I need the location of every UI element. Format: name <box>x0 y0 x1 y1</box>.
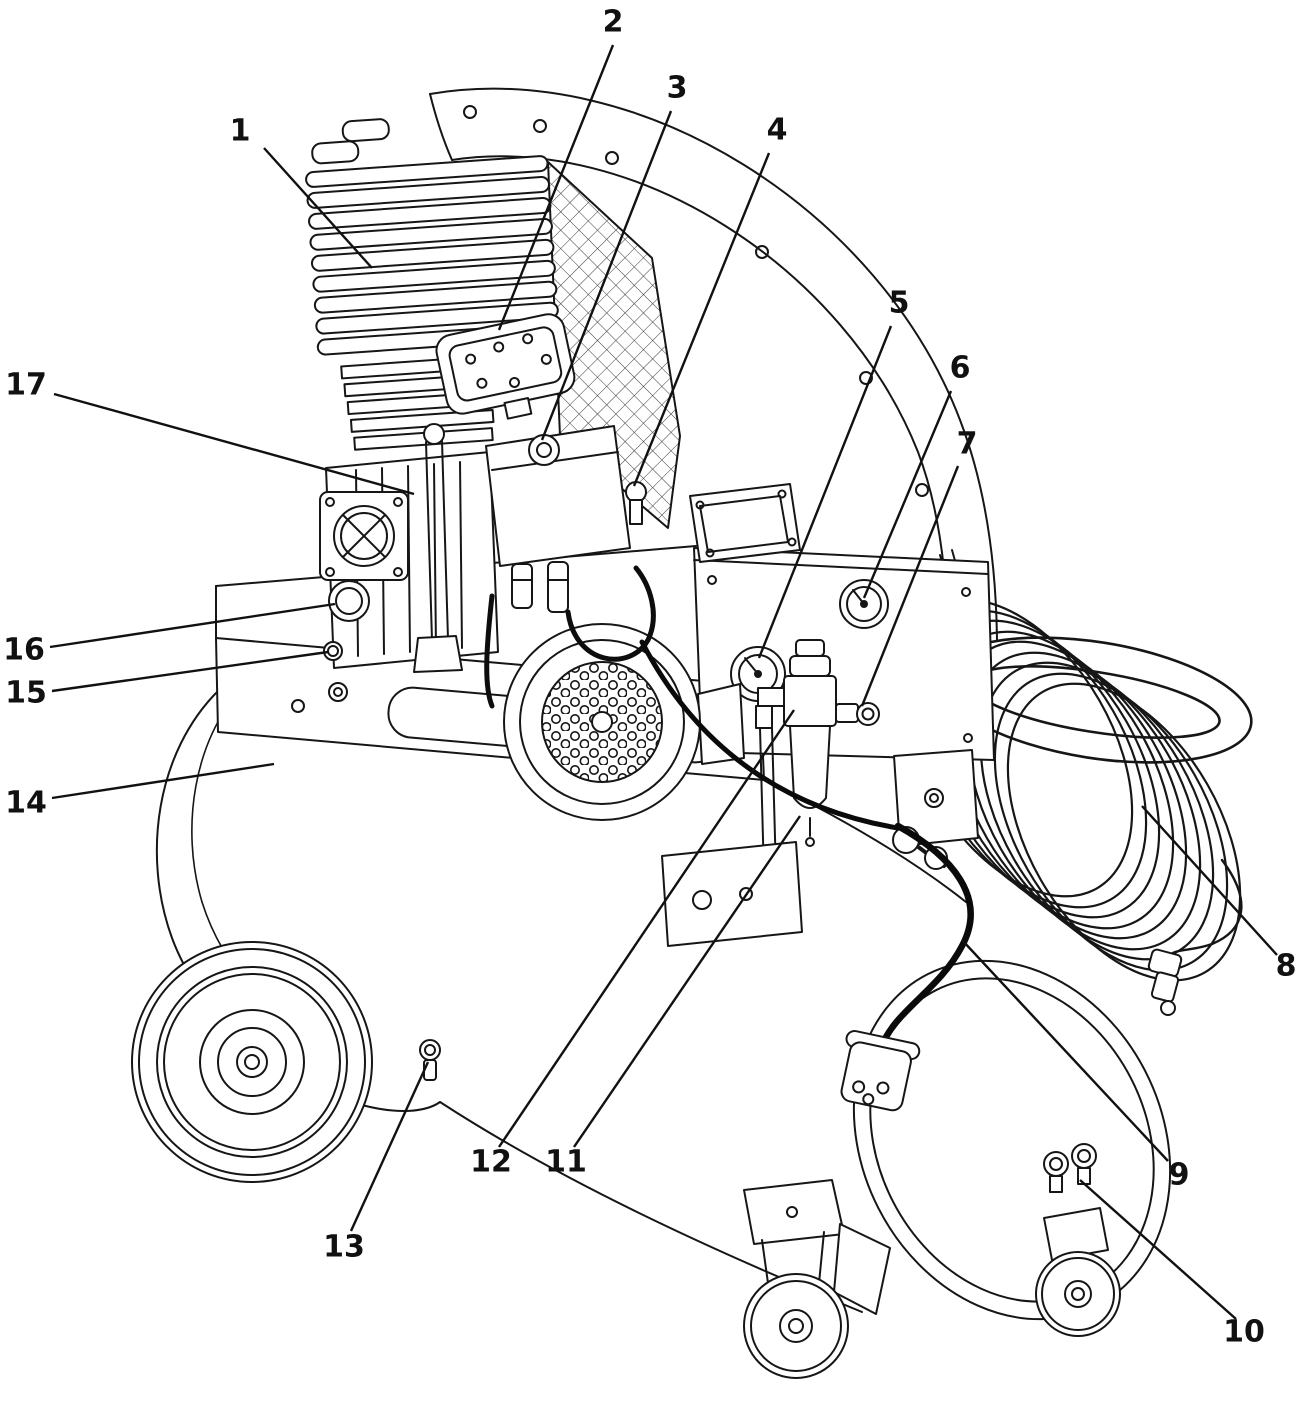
callout-label-16: 16 <box>3 633 45 668</box>
callout-label-9: 9 <box>1169 1158 1190 1193</box>
safety-valve <box>625 481 647 525</box>
callout-line-8 <box>1141 805 1278 956</box>
callout-label-14: 14 <box>5 786 47 821</box>
callout-label-7: 7 <box>957 427 978 462</box>
callout-label-4: 4 <box>767 113 788 148</box>
callout-label-5: 5 <box>889 286 910 321</box>
callout-line-13 <box>349 1061 430 1232</box>
outlet-coupling <box>835 702 880 726</box>
callout-label-3: 3 <box>667 71 688 106</box>
callout-line-15 <box>51 650 329 693</box>
support-bracket <box>661 749 979 947</box>
air-filter <box>435 313 576 420</box>
callout-line-10 <box>1079 1179 1237 1320</box>
callout-label-13: 13 <box>323 1230 365 1265</box>
callout-label-15: 15 <box>5 676 47 711</box>
filter-regulator <box>755 639 837 877</box>
callout-line-2 <box>497 44 615 331</box>
callout-label-6: 6 <box>950 351 971 386</box>
callout-line-1 <box>263 147 373 269</box>
callout-label-17: 17 <box>5 368 47 403</box>
swivel-caster-right <box>1035 1207 1121 1337</box>
callout-line-9 <box>961 939 1169 1162</box>
callout-line-11 <box>573 815 801 1148</box>
crankcase-opening <box>328 580 370 622</box>
callout-label-8: 8 <box>1276 949 1297 984</box>
callout-label-11: 11 <box>545 1145 587 1180</box>
callout-label-12: 12 <box>470 1145 512 1180</box>
fan-grille <box>319 491 409 581</box>
electrical-box <box>689 483 801 563</box>
callout-line-6 <box>862 390 953 599</box>
standpipe <box>413 423 463 673</box>
pressure-switch <box>484 425 656 709</box>
transport-wheel <box>131 941 373 1183</box>
callout-label-2: 2 <box>603 5 624 40</box>
electric-motor <box>503 623 745 821</box>
pressure-gauge-outlet <box>839 579 889 629</box>
power-cord <box>639 639 974 1054</box>
callout-line-3 <box>540 110 673 441</box>
callout-label-10: 10 <box>1223 1315 1265 1350</box>
callout-line-16 <box>49 602 336 649</box>
power-plug <box>840 1030 921 1112</box>
hose-coupling <box>1147 858 1243 1016</box>
callout-line-4 <box>632 152 771 487</box>
callout-line-12 <box>498 709 795 1148</box>
oil-plug <box>323 641 343 661</box>
callout-label-1: 1 <box>230 114 251 149</box>
callout-line-17 <box>53 392 415 496</box>
callout-line-7 <box>860 465 960 707</box>
callout-line-5 <box>757 325 893 659</box>
drain-valve <box>419 1039 441 1081</box>
swivel-caster-center <box>743 1179 891 1379</box>
callout-line-14 <box>51 762 275 800</box>
